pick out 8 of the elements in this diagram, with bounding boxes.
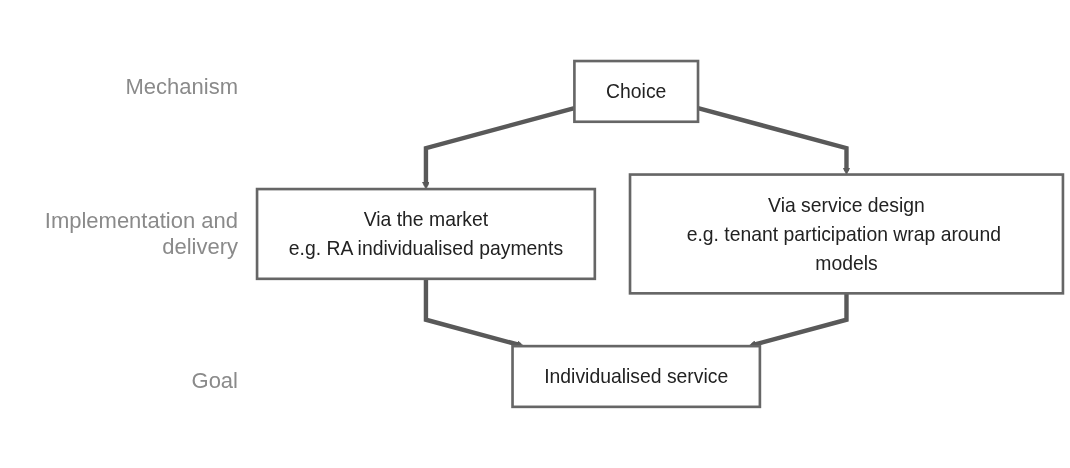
node-box: Choice: [573, 59, 700, 124]
node-box: Via service design e.g. tenant participation wrap around models: [628, 173, 1065, 295]
arrow: [422, 106, 575, 190]
node-box: Via the market e.g. RA individualised payments: [255, 187, 597, 281]
row-label: Goal: [191, 368, 238, 394]
row-label: Mechanism: [125, 74, 238, 100]
row-label: Implementation and delivery: [43, 208, 238, 260]
node-box: Individualised service: [511, 344, 762, 409]
